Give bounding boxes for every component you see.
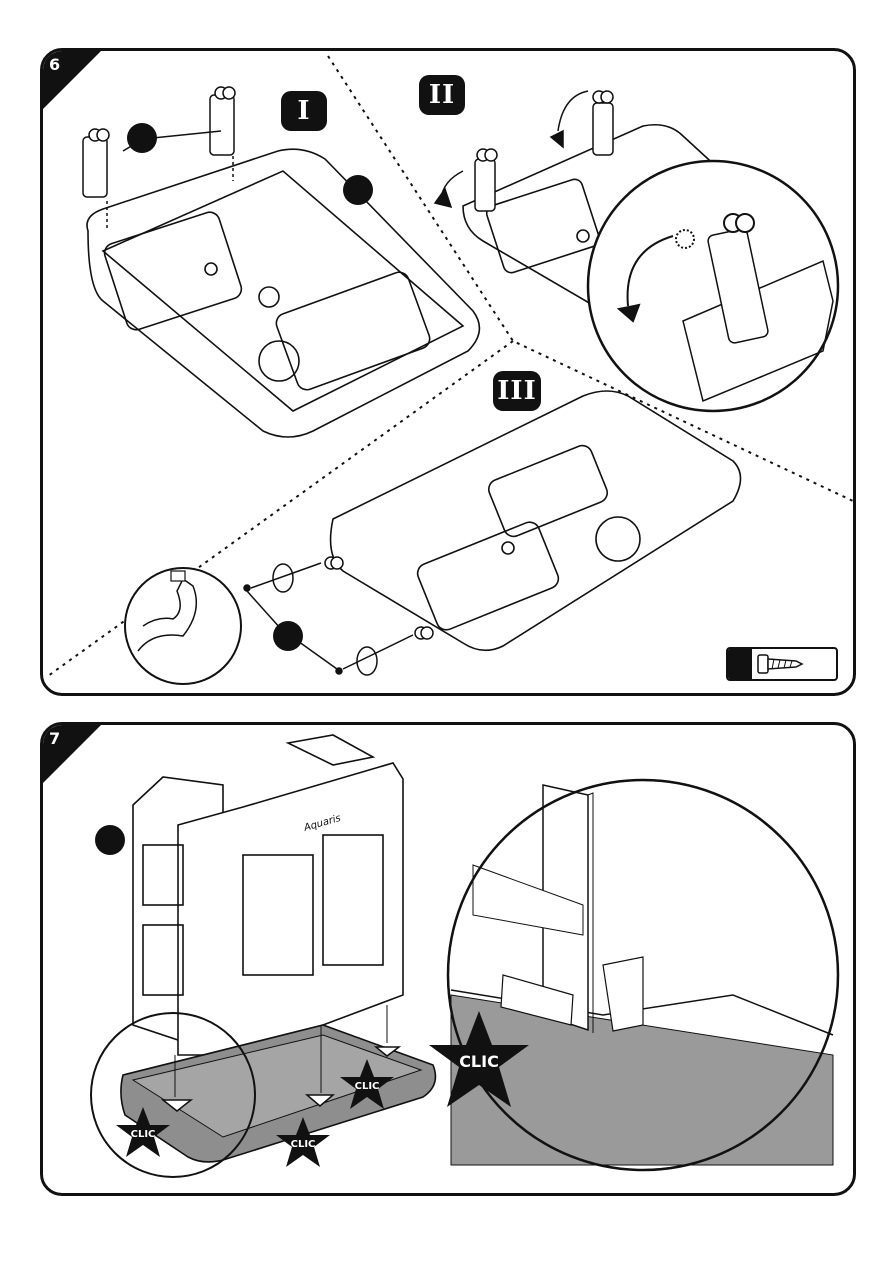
callout-dot xyxy=(343,175,373,205)
screw-legend-swatch xyxy=(728,649,752,679)
screw-icon xyxy=(756,649,836,679)
callout-dot xyxy=(95,825,125,855)
tray-stage-1 xyxy=(87,149,479,437)
stage-3-label: III xyxy=(493,371,541,411)
screw-legend xyxy=(726,647,838,681)
callout-dot xyxy=(273,621,303,651)
svg-text:CLIC: CLIC xyxy=(459,1052,499,1071)
tray-stage-3 xyxy=(331,391,741,650)
clic-star: CLIC xyxy=(116,1107,170,1157)
stage-1-label: I xyxy=(281,91,327,131)
clic-star: CLIC xyxy=(276,1117,330,1167)
clic-star: CLIC xyxy=(429,1011,529,1107)
svg-text:CLIC: CLIC xyxy=(291,1139,316,1150)
clic-star: CLIC xyxy=(340,1059,394,1109)
stage-2-label: II xyxy=(419,75,465,115)
svg-text:CLIC: CLIC xyxy=(355,1081,380,1092)
step-7-panel: 7 Aquaris xyxy=(40,722,856,1196)
svg-text:CLIC: CLIC xyxy=(131,1129,156,1140)
clic-stars: CLIC CLIC CLIC CLIC xyxy=(43,725,853,1193)
callout-dot xyxy=(127,123,157,153)
step-6-panel: 6 xyxy=(40,48,856,696)
strength-hint-zoom xyxy=(125,568,241,684)
hinge-detail-zoom xyxy=(588,161,838,411)
step-6-illustration xyxy=(43,51,853,693)
hinge-pins-stage-3 xyxy=(244,557,433,675)
